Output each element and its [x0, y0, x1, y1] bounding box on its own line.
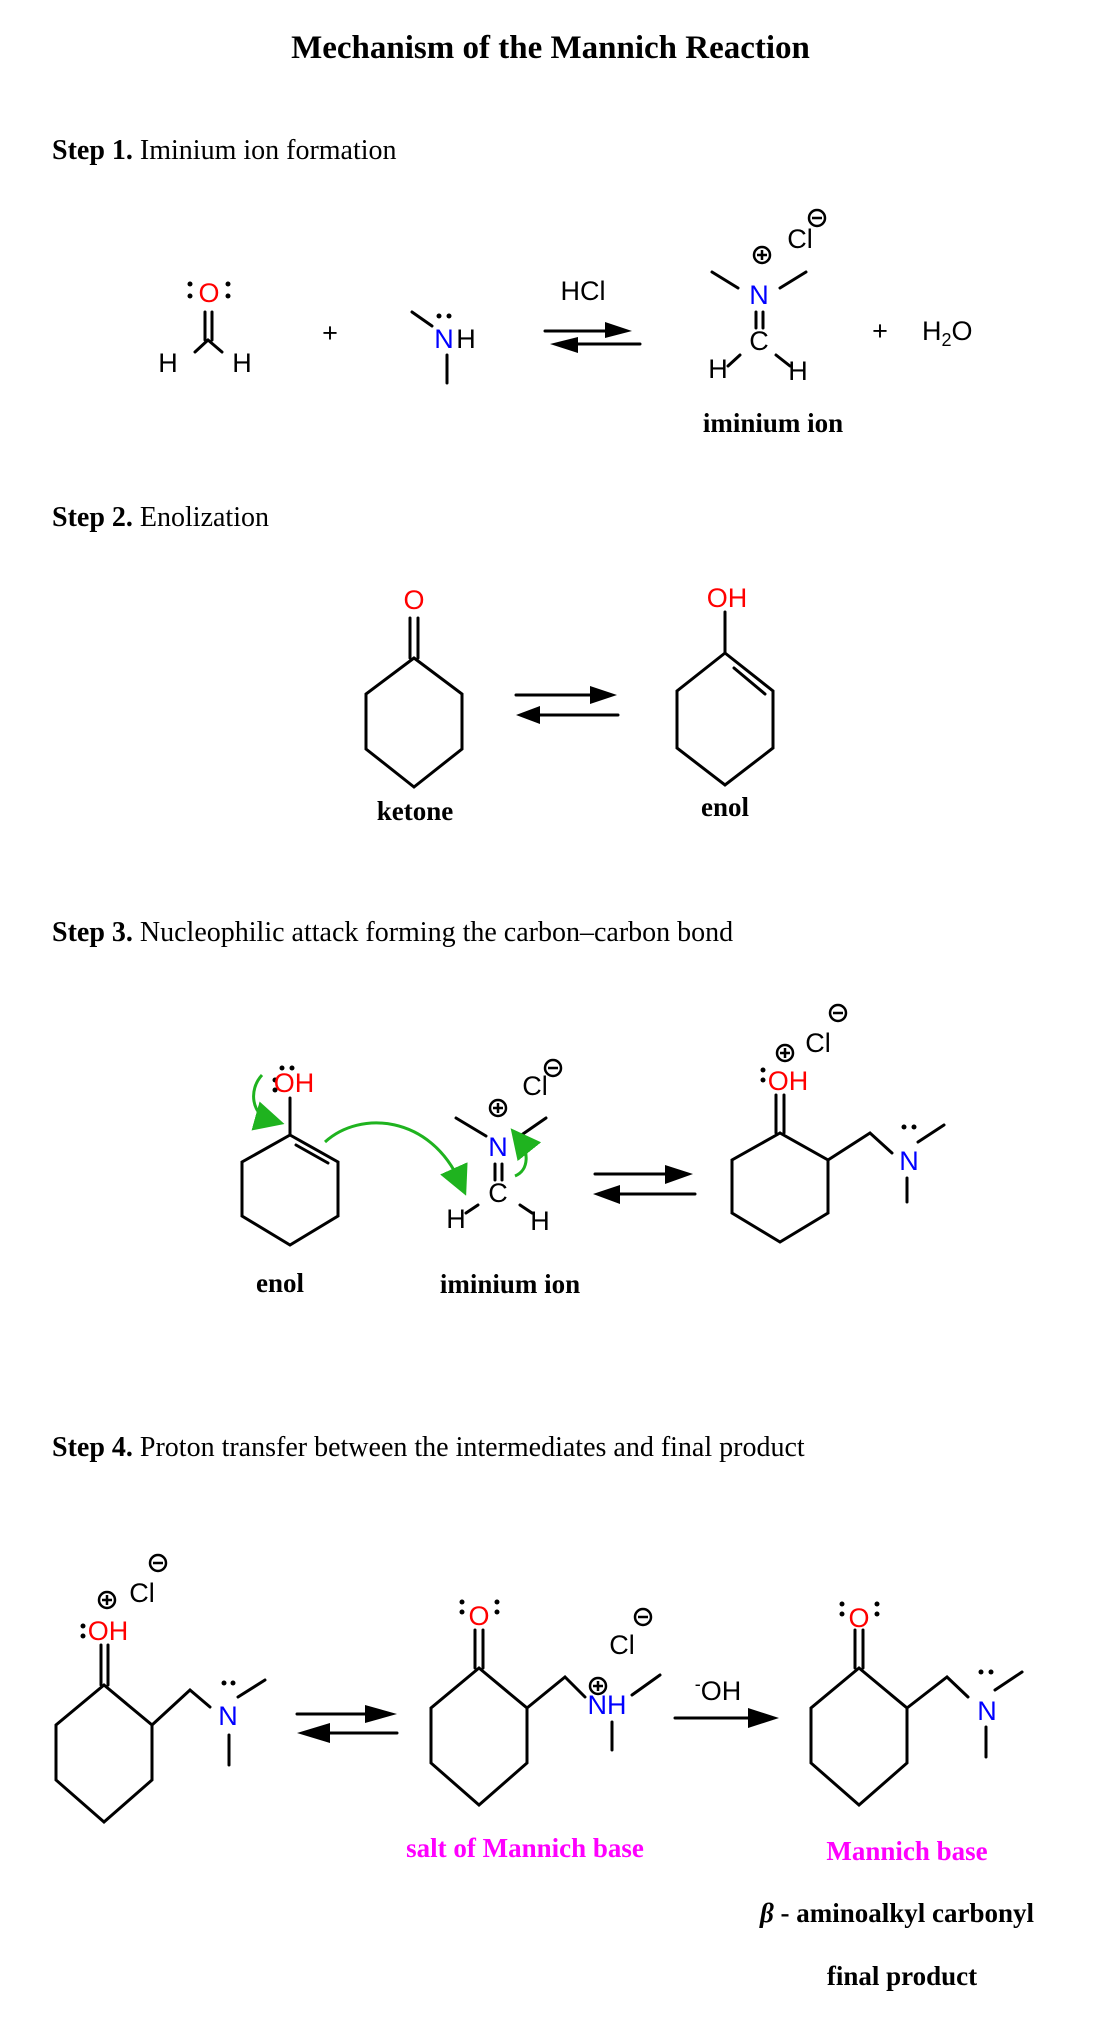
compound-label: salt of Mannich base — [406, 1833, 644, 1863]
reagent-label: HCl — [561, 276, 606, 306]
atom-chloride: Cl — [805, 1028, 831, 1058]
minus-charge-icon — [807, 208, 827, 228]
salt-of-mannich-base-molecule — [429, 1628, 662, 1807]
step-number: Step 4. — [52, 1432, 133, 1463]
lone-pairs — [80, 281, 994, 1686]
minus-charge-icon — [148, 1553, 168, 1573]
charges — [97, 208, 848, 1696]
compound-label: ketone — [377, 796, 454, 826]
enol-molecule-step3 — [240, 1096, 340, 1247]
atom-oxygen: O — [198, 278, 219, 308]
compound-label: enol — [256, 1268, 305, 1298]
formaldehyde-molecule — [193, 310, 224, 354]
minus-charge-icon — [828, 1003, 848, 1023]
equilibrium-arrow-step1 — [543, 329, 642, 346]
atom-chloride: Cl — [129, 1578, 155, 1608]
step-text: Nucleophilic attack forming the carbon–c… — [139, 917, 734, 948]
plus-charge-icon — [775, 1043, 795, 1063]
atom-oxygen: O — [403, 585, 424, 615]
ketone-molecule — [364, 616, 464, 789]
step-1-heading: Step 1. Iminium ion formation — [52, 135, 397, 167]
iminium-ion-molecule — [710, 270, 808, 368]
curved-arrow-lone-pair — [251, 1073, 285, 1131]
plus-charge-icon — [97, 1590, 117, 1610]
hydroxyl-group: OH — [88, 1616, 129, 1646]
atom-nitrogen: N — [977, 1696, 997, 1726]
water-formula: H2O — [922, 316, 973, 350]
atom-hydrogen: H — [530, 1206, 550, 1236]
plus-charge-icon — [488, 1098, 508, 1118]
arrowheads — [297, 322, 779, 1743]
atom-oxygen: O — [468, 1601, 489, 1631]
plus-charge-icon — [588, 1676, 608, 1696]
oxonium-intermediate-molecule — [54, 1643, 267, 1824]
minus-charge-icon — [543, 1058, 563, 1078]
atom-oxygen: O — [848, 1603, 869, 1633]
step-2-heading: Step 2. Enolization — [52, 502, 269, 534]
step-text: Iminium ion formation — [139, 135, 397, 166]
atom-hydrogen: H — [446, 1204, 466, 1234]
atom-nitrogen: N — [218, 1701, 238, 1731]
curved-arrow-pi-bond — [323, 1121, 468, 1196]
atom-nitrogen: N — [899, 1146, 919, 1176]
step-number: Step 1. — [52, 135, 133, 166]
ammonium-group: NH — [588, 1690, 627, 1720]
atom-hydrogen: H — [708, 354, 728, 384]
equilibrium-arrow-step3 — [593, 1172, 697, 1196]
step-number: Step 3. — [52, 917, 133, 948]
equilibrium-arrow-step4 — [295, 1712, 399, 1735]
step-text: Proton transfer between the intermediate… — [139, 1432, 805, 1463]
minus-charge-icon — [633, 1607, 653, 1627]
atom-carbon: C — [488, 1178, 508, 1208]
dimethylamine-molecule — [410, 310, 449, 385]
compound-label: enol — [701, 792, 750, 822]
atom-hydrogen: H — [158, 348, 178, 378]
oxonium-product-molecule — [730, 1093, 946, 1244]
page-title: Mechanism of the Mannich Reaction — [291, 30, 810, 66]
atom-chloride: Cl — [522, 1071, 548, 1101]
atom-nitrogen: N — [434, 324, 454, 354]
atom-nitrogen: N — [488, 1132, 508, 1162]
atom-nitrogen: N — [749, 280, 769, 310]
curved-arrow-iminium — [510, 1128, 542, 1178]
hydroxyl-group: OH — [707, 583, 748, 613]
equilibrium-arrow-step2 — [514, 693, 620, 717]
compound-sublabel: β - aminoalkyl carbonyl — [759, 1898, 1035, 1928]
compound-label: iminium ion — [703, 408, 843, 438]
electron-push-arrows — [251, 1073, 542, 1196]
atom-chloride: Cl — [609, 1630, 635, 1660]
plus-charge-icon — [752, 245, 772, 265]
enol-molecule — [675, 610, 775, 787]
compound-label: iminium ion — [440, 1269, 580, 1299]
atom-chloride: Cl — [787, 224, 813, 254]
atom-hydrogen: H — [788, 356, 808, 386]
hydroxyl-group: OH — [768, 1066, 809, 1096]
atom-hydrogen: H — [456, 324, 476, 354]
atom-carbon: C — [749, 326, 769, 356]
atom-hydrogen: H — [232, 348, 252, 378]
plus-sign: + — [872, 316, 888, 346]
step-3-heading: Step 3. Nucleophilic attack forming the … — [52, 917, 733, 949]
final-product-label: final product — [827, 1961, 977, 1991]
step-text: Enolization — [139, 502, 269, 533]
hydroxide-reagent: -OH — [695, 1674, 742, 1706]
compound-label: Mannich base — [826, 1836, 987, 1866]
hydroxyl-group: OH — [274, 1068, 315, 1098]
plus-sign: + — [322, 318, 338, 348]
mannich-base-molecule — [809, 1628, 1024, 1807]
step-4-heading: Step 4. Proton transfer between the inte… — [52, 1432, 805, 1464]
step-number: Step 2. — [52, 502, 133, 533]
